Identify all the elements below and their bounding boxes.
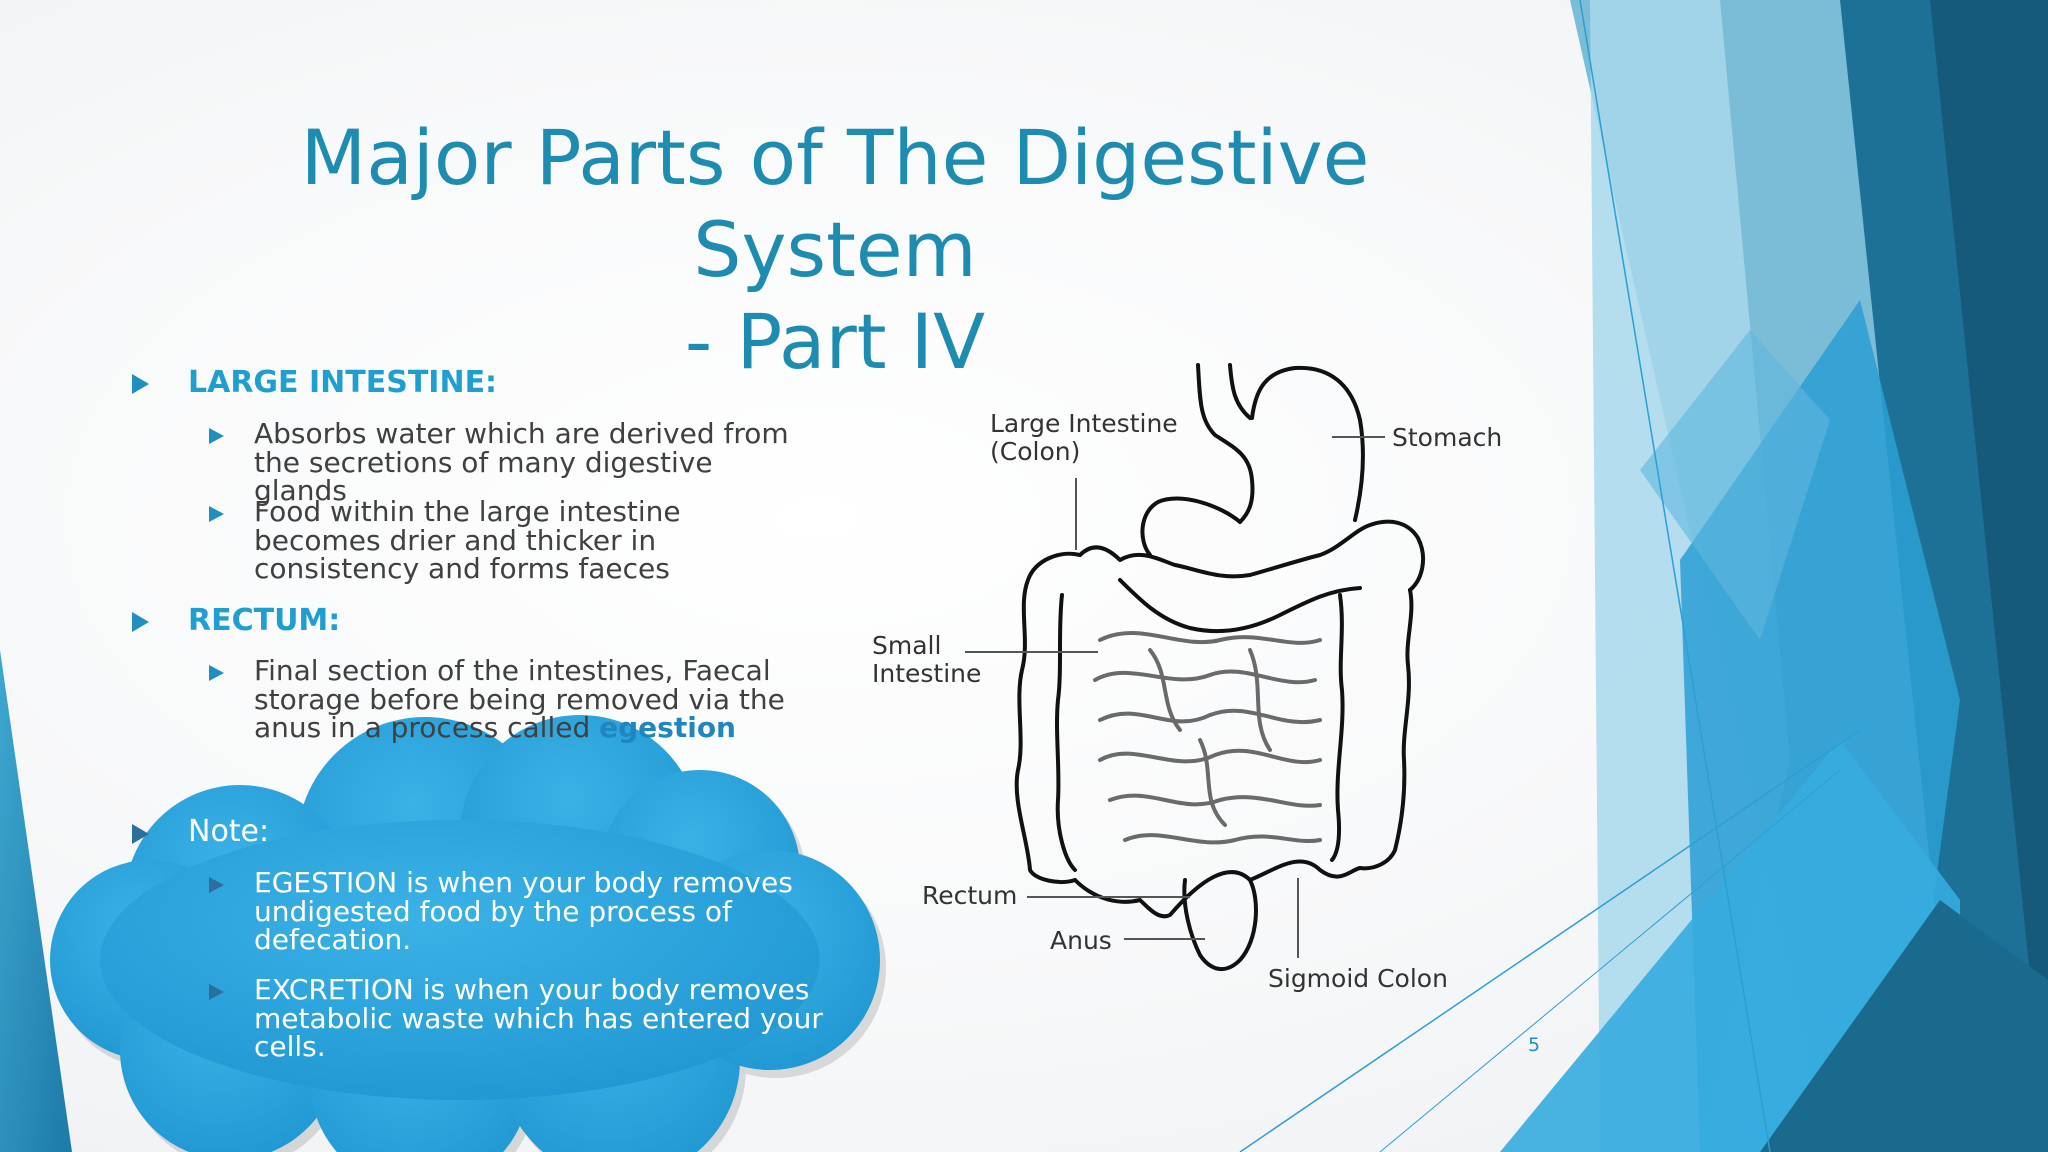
- bullet-arrow-icon: [209, 428, 224, 444]
- bullet-arrow-icon: [209, 506, 224, 522]
- label-small: Small: [872, 631, 942, 660]
- note-heading: Note:: [188, 814, 270, 849]
- bullet-arrow-icon: [132, 824, 149, 844]
- rectum-heading: RECTUM:: [188, 603, 341, 638]
- egestion-highlight: egestion: [599, 711, 736, 744]
- bullet-arrow-icon: [209, 665, 224, 681]
- label-colon: (Colon): [990, 437, 1081, 466]
- label-rectum: Rectum: [922, 881, 1018, 910]
- label-sigmoid-colon: Sigmoid Colon: [1268, 964, 1448, 993]
- label-small-intestine: Intestine: [872, 659, 982, 688]
- label-stomach: Stomach: [1392, 423, 1503, 452]
- bullet-arrow-icon: [132, 612, 149, 632]
- slide-title-line-2: - Part IV: [684, 297, 986, 386]
- large-intestine-bullet-1: Absorbs water which are derived from the…: [254, 417, 789, 507]
- rectum-bullet: Final section of the intestines, Faecal …: [254, 654, 814, 744]
- slide-title: Major Parts of The Digestive System - Pa…: [150, 112, 1520, 388]
- label-large-intestine: Large Intestine: [990, 409, 1178, 438]
- rectum-bullet-text: Final section of the intestines, Faecal …: [254, 654, 785, 744]
- bullet-arrow-icon: [209, 877, 224, 893]
- page-number: 5: [1528, 1034, 1541, 1056]
- bullet-arrow-icon: [132, 374, 149, 394]
- note-bullet-1: EGESTION is when your body removes undig…: [254, 866, 793, 956]
- large-intestine-heading: LARGE INTESTINE:: [188, 365, 498, 400]
- note-bullet-2: EXCRETION is when your body removes meta…: [254, 973, 823, 1063]
- label-anus: Anus: [1050, 926, 1112, 955]
- large-intestine-bullet-2: Food within the large intestine becomes …: [254, 495, 681, 585]
- slide-title-line-1: Major Parts of The Digestive System: [300, 113, 1370, 294]
- bullet-arrow-icon: [209, 984, 224, 1000]
- cloud-callout-shape: [50, 715, 886, 1152]
